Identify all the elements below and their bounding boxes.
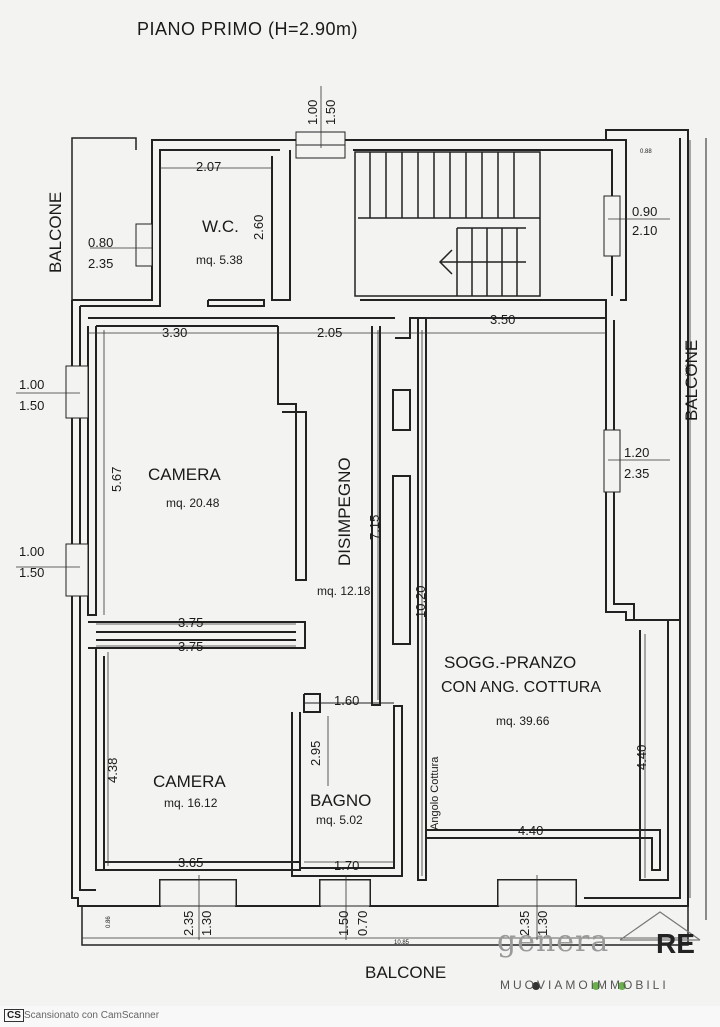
dim-living-length-label: 10.20 xyxy=(413,585,428,618)
corridor-right-wall xyxy=(371,326,381,706)
window-left-1 xyxy=(65,365,89,419)
right-inner xyxy=(584,138,681,899)
window-left-2 xyxy=(65,543,89,597)
dim-corr-length-label: 7.15 xyxy=(367,514,382,540)
logo-dot-3 xyxy=(618,982,626,990)
dim-bottom-total-label: 10.85 xyxy=(394,940,410,946)
bagno-area: mq. 5.02 xyxy=(316,813,363,827)
dim-cam-mid-b-label: 3.75 xyxy=(178,639,204,654)
stairs xyxy=(354,151,541,297)
disimpegno-label: DISIMPEGNO xyxy=(335,457,354,566)
bagno-label: BAGNO xyxy=(310,791,372,810)
dim-bagno-height-label: 2.95 xyxy=(308,740,323,766)
wc-area: mq. 5.38 xyxy=(196,253,243,267)
outer-wall-top-left-2 xyxy=(80,149,280,307)
bottom-balcony xyxy=(81,906,689,946)
dim-living-width-label: 3.50 xyxy=(490,312,516,327)
soggiorno-area: mq. 39.66 xyxy=(496,714,550,728)
living-left-wall xyxy=(417,318,427,881)
dim-top-right-label: 0.88 xyxy=(640,149,652,155)
open-right-mid-b: 2.35 xyxy=(624,466,650,481)
dim-cam1-height-label: 5.67 xyxy=(109,466,124,492)
cam2-left-wall xyxy=(95,648,105,871)
open-top-b: 1.50 xyxy=(323,99,338,125)
camera1-label: CAMERA xyxy=(148,465,221,484)
scanner-footer xyxy=(0,1006,720,1027)
open-bot2-a: 0.70 xyxy=(355,910,370,936)
camera1-area: mq. 20.48 xyxy=(166,496,220,510)
open-left-top-b: 2.35 xyxy=(88,256,114,271)
open-bot1-a: 1.30 xyxy=(199,910,214,936)
dim-cam2-height-label: 4.38 xyxy=(105,757,120,783)
wc-wall-2 xyxy=(207,299,265,307)
camera2-label: CAMERA xyxy=(153,772,226,791)
window-right-top xyxy=(603,195,621,257)
dim-wc-width-label: 2.07 xyxy=(196,159,222,174)
logo-mark: RE xyxy=(656,928,695,959)
angolo-cottura-label: Angolo Cottura xyxy=(429,756,441,830)
open-right-top-b: 2.10 xyxy=(632,223,658,238)
dim-cam-mid-a-label: 3.75 xyxy=(178,615,204,630)
living-top-wall xyxy=(360,299,607,339)
window-right-mid xyxy=(603,429,621,493)
dim-bagno-bottom-label: 1.70 xyxy=(334,858,360,873)
camscanner-icon: CS xyxy=(4,1009,24,1022)
balcony-right-label: BALCONE xyxy=(682,339,701,421)
open-left1-b: 1.50 xyxy=(19,398,45,413)
dim-corr-width-label: 2.05 xyxy=(317,325,343,340)
window-bot-1 xyxy=(159,879,237,907)
open-left2-a: 1.00 xyxy=(19,544,45,559)
balcony-bottom-label: BALCONE xyxy=(365,963,447,982)
open-bot1-b: 2.35 xyxy=(181,910,196,936)
window-bot-2 xyxy=(319,879,371,907)
camera-mid-wall xyxy=(88,621,306,649)
living-right-wall xyxy=(605,318,680,621)
logo-dot-1 xyxy=(532,982,540,990)
cam1-right-wall xyxy=(277,326,307,581)
dim-cam2-width-label: 3.65 xyxy=(178,855,204,870)
soggiorno-label-2: CON ANG. COTTURA xyxy=(441,679,602,696)
dim-cam1-width-label: 3.30 xyxy=(162,325,188,340)
dim-right-total-label: 8.58 xyxy=(686,364,692,376)
top-right-wall xyxy=(345,139,627,301)
dim-kitchen-width-label: 4.40 xyxy=(518,823,544,838)
outer-wall-top-left xyxy=(72,139,296,301)
camera2-area: mq. 16.12 xyxy=(164,796,218,810)
open-left2-b: 1.50 xyxy=(19,565,45,580)
balcony-left-label: BALCONE xyxy=(46,191,65,273)
bagno-top-wall xyxy=(303,693,321,713)
window-left-top xyxy=(135,223,153,267)
scanner-text: Scansionato con CamScanner xyxy=(24,1010,160,1021)
open-bot2-b: 1.50 xyxy=(336,910,351,936)
dim-bottom-left-label: 0.86 xyxy=(106,916,112,928)
kitchen-right xyxy=(639,620,669,881)
open-right-top-a: 0.90 xyxy=(632,204,658,219)
dim-bagno-width-label: 1.60 xyxy=(334,693,360,708)
cam1-left-wall xyxy=(87,326,97,616)
disimpegno-area: mq. 12.18 xyxy=(317,584,371,598)
left-balcony xyxy=(71,137,137,300)
bagno-wall xyxy=(291,705,403,877)
wc-wall xyxy=(271,150,291,301)
logo-tagline: MUOVIAMOIMMOBILI xyxy=(500,978,669,992)
plan-title: PIANO PRIMO (H=2.90m) xyxy=(137,19,359,39)
outer-wall-inner xyxy=(79,306,96,891)
column-1 xyxy=(392,389,411,431)
logo-word: genera xyxy=(497,924,610,959)
open-top-a: 1.00 xyxy=(305,99,320,125)
column-2 xyxy=(392,475,411,645)
soggiorno-label-1: SOGG.-PRANZO xyxy=(444,653,577,672)
open-right-mid-a: 1.20 xyxy=(624,445,650,460)
logo-roof-icon xyxy=(619,911,701,941)
logo-dot-2 xyxy=(592,982,600,990)
kitchen-wall xyxy=(426,829,661,871)
wc-label: W.C. xyxy=(202,217,239,236)
open-left1-a: 1.00 xyxy=(19,377,45,392)
dim-kitchen-height-label: 4.40 xyxy=(634,744,649,770)
open-left-top-a: 0.80 xyxy=(88,235,114,250)
dim-wc-height-label: 2.60 xyxy=(251,214,266,240)
